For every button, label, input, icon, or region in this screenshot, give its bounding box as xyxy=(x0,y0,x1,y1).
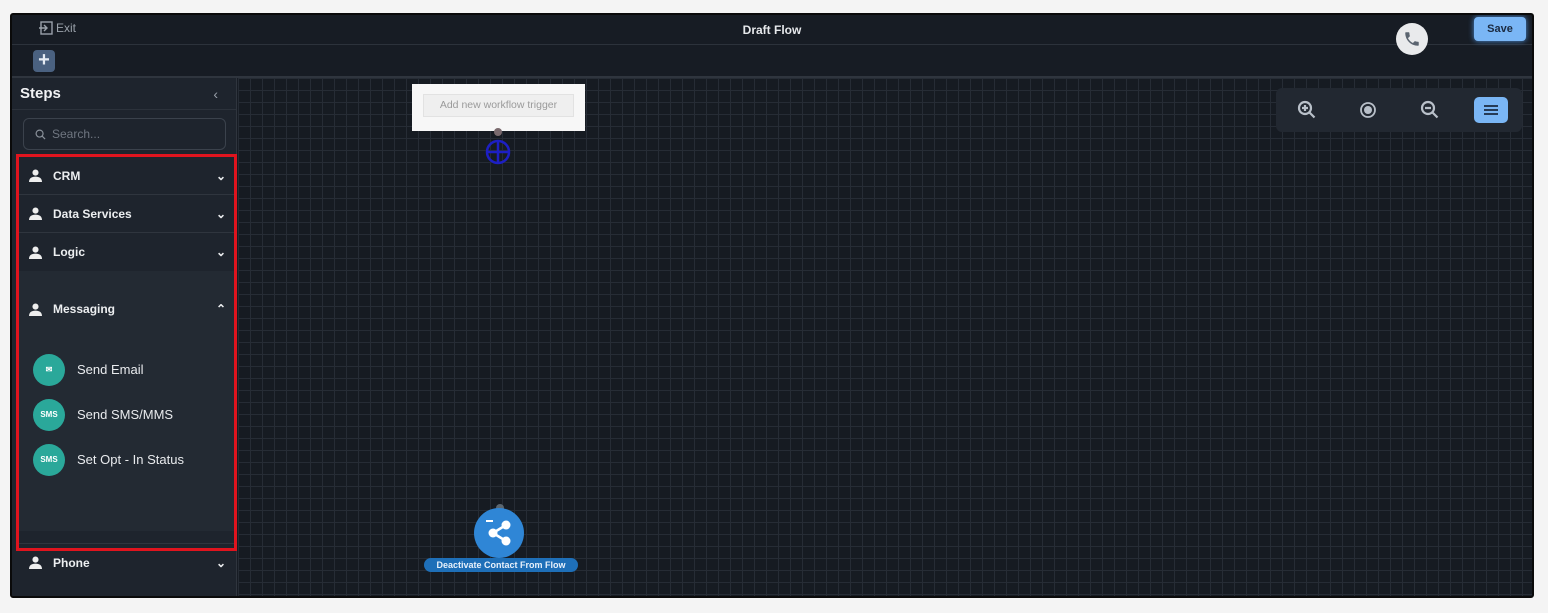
category-label: Logic xyxy=(53,245,85,259)
person-icon xyxy=(29,169,42,182)
flow-canvas[interactable]: Add new workflow trigger Deactivate Cont… xyxy=(238,78,1532,596)
chevron-down-icon: ⌄ xyxy=(215,555,226,570)
category-messaging[interactable]: Messaging ⌃ xyxy=(19,271,234,347)
category-data-services[interactable]: Data Services ⌄ xyxy=(19,195,234,233)
phone-button[interactable] xyxy=(1396,23,1428,55)
search-input[interactable]: Search... xyxy=(23,118,226,150)
collapse-sidebar-icon[interactable]: ‹ xyxy=(213,85,218,102)
category-label: Phone xyxy=(53,555,90,570)
chevron-down-icon: ⌄ xyxy=(215,168,226,183)
zoom-in-button[interactable] xyxy=(1290,97,1324,123)
step-label: Send SMS/MMS xyxy=(77,407,174,422)
exit-icon xyxy=(39,21,53,35)
search-placeholder: Search... xyxy=(52,127,101,141)
category-label: Messaging xyxy=(53,302,116,316)
deactivate-contact-node[interactable] xyxy=(474,508,524,558)
person-icon xyxy=(29,303,42,316)
messaging-section: Messaging ⌃ ✉ Send Email SMS Send SMS/MMS S… xyxy=(19,271,234,531)
canvas-controls xyxy=(1276,88,1522,132)
node-label: Deactivate Contact From Flow xyxy=(424,558,578,572)
menu-button[interactable] xyxy=(1474,97,1509,123)
add-trigger-node[interactable]: Add new workflow trigger xyxy=(412,84,585,131)
exit-button[interactable]: Exit xyxy=(38,21,76,35)
person-icon xyxy=(29,207,42,220)
chevron-down-icon: ⌄ xyxy=(215,245,226,259)
share-icon xyxy=(486,520,511,546)
toolbar: + xyxy=(12,45,1532,78)
trigger-label: Add new workflow trigger xyxy=(423,94,574,117)
category-logic[interactable]: Logic ⌄ xyxy=(19,233,234,271)
category-label: CRM xyxy=(53,168,81,183)
steps-sidebar: Steps ‹ Search... CRM ⌄ Data Services ⌄ Lo… xyxy=(12,78,237,596)
step-send-email[interactable]: ✉ Send Email xyxy=(19,347,234,392)
phone-icon xyxy=(1405,32,1419,46)
zoom-out-button[interactable] xyxy=(1413,97,1447,123)
person-icon xyxy=(29,246,42,259)
top-bar: Exit Draft Flow Save xyxy=(12,15,1532,45)
sms-icon: SMS xyxy=(33,398,65,431)
add-button[interactable]: + xyxy=(33,50,55,72)
category-crm[interactable]: CRM ⌄ xyxy=(19,157,234,195)
search-icon xyxy=(35,129,46,140)
connector-handle-icon[interactable] xyxy=(484,128,512,166)
step-send-sms[interactable]: SMS Send SMS/MMS xyxy=(19,392,234,437)
fit-view-button[interactable] xyxy=(1351,97,1385,123)
step-label: Set Opt - In Status xyxy=(77,452,184,467)
plus-icon: + xyxy=(38,49,50,71)
page-title: Draft Flow xyxy=(742,23,802,37)
person-icon xyxy=(29,556,42,569)
chevron-down-icon: ⌄ xyxy=(215,206,226,221)
category-phone[interactable]: Phone ⌄ xyxy=(19,543,234,581)
zoom-in-icon xyxy=(1297,100,1316,119)
workflow-editor: Exit Draft Flow Save + Steps ‹ Search...… xyxy=(10,13,1534,598)
email-icon: ✉ xyxy=(33,353,65,386)
sms-icon: SMS xyxy=(33,443,65,476)
chevron-up-icon: ⌃ xyxy=(215,302,226,316)
steps-title: Steps xyxy=(20,85,61,102)
steps-header: Steps ‹ xyxy=(12,78,236,110)
step-label: Send Email xyxy=(77,362,144,377)
save-button[interactable]: Save xyxy=(1474,17,1526,41)
menu-icon xyxy=(1484,105,1499,115)
step-set-opt-in[interactable]: SMS Set Opt - In Status xyxy=(19,437,234,482)
category-label: Data Services xyxy=(53,206,132,221)
zoom-out-icon xyxy=(1420,100,1439,119)
step-categories: CRM ⌄ Data Services ⌄ Logic ⌄ Messaging ⌃ ✉ S… xyxy=(16,154,237,570)
target-icon xyxy=(1360,102,1377,118)
exit-label: Exit xyxy=(56,21,77,35)
